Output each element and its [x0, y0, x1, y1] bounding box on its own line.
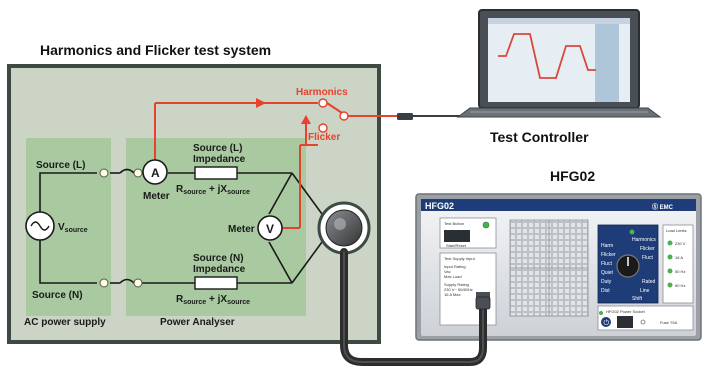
test-controller-laptop: [456, 9, 662, 118]
screen-side-panel: [595, 24, 619, 102]
mode-right-item: Flicker: [640, 246, 655, 252]
load-limits-title: Load Limits: [666, 228, 686, 233]
device-name: HFG02: [425, 201, 454, 211]
power-socket-label: HFG02 Power Socket: [606, 309, 646, 314]
vsource-label: Vsource: [58, 222, 88, 234]
mode-left-item: Harm: [601, 243, 613, 249]
test-controller-label: Test Controller: [490, 129, 589, 145]
screen-waveform: [498, 33, 596, 79]
sine-icon: [30, 221, 50, 231]
mode-left-item: Duty: [601, 279, 612, 285]
rating-line-3: Max Load: [444, 274, 462, 279]
usb-plug: [397, 113, 413, 120]
rating-line-2: Vac: [444, 269, 451, 274]
impedance-n-line2: Impedance: [193, 264, 246, 275]
source-l-label: Source (L): [36, 160, 85, 171]
signal-wires: [154, 102, 397, 229]
mode-left-item: Dist: [601, 288, 610, 294]
device-brand: Ⓢ EMC: [652, 203, 674, 211]
power-led-icon: [629, 229, 635, 235]
hfg02-device: HFG02 Ⓢ EMC Test Button Start/Reset Test…: [415, 193, 702, 341]
mode-right-item: Fluct: [642, 255, 653, 261]
supply-line-3: 16 A Max: [444, 292, 460, 297]
impedance-n-resistor: [194, 276, 238, 290]
flicker-arrow-icon: [301, 115, 311, 124]
impedance-n-line1: Source (N): [193, 253, 244, 264]
test-led-icon: [482, 221, 490, 229]
power-socket-led-icon: [599, 311, 603, 315]
limit-item: 16 A: [675, 255, 683, 260]
mode-left-item: Fluct: [601, 261, 612, 267]
cable-plug: [475, 296, 491, 310]
limit-led-icon: [667, 282, 673, 288]
impedance-l-line2: Impedance: [193, 154, 246, 165]
load-limits-panel: [662, 224, 694, 304]
mode-right-list: Harmonics Flicker Fluct Rated Line Shift: [632, 237, 656, 302]
device-header-bar: [421, 199, 696, 211]
impedance-n-formula: Rsource + jXsource: [176, 294, 250, 306]
flicker-label: Flicker: [308, 132, 340, 143]
voltmeter-meter-label: Meter: [228, 224, 255, 235]
system-title: Harmonics and Flicker test system: [40, 42, 271, 58]
ammeter-symbol: [142, 159, 168, 185]
test-button-label: Test Button: [444, 221, 464, 226]
impedance-l-resistor: [194, 166, 238, 180]
limit-item: 60 Hz: [675, 283, 685, 288]
test-supply-label: Test Supply Input: [444, 256, 476, 261]
limit-led-icon: [667, 240, 673, 246]
limit-item: 50 Hz: [675, 269, 685, 274]
power-button[interactable]: [601, 317, 611, 327]
power-socket: [617, 316, 633, 328]
fuse-label: Fuse T5A: [660, 320, 678, 325]
ac-supply-label: AC power supply: [24, 317, 106, 328]
impedance-l-formula: Rsource + jXsource: [176, 184, 250, 196]
source-n-label: Source (N): [32, 290, 83, 301]
voltmeter-letter: V: [266, 222, 274, 236]
limit-led-icon: [667, 268, 673, 274]
supply-line-2: 230 V~ 50/60Hz: [444, 287, 473, 292]
limit-item: 230 V: [675, 241, 686, 246]
voltmeter-symbol: [257, 215, 283, 241]
output-terminals: [318, 98, 349, 133]
harmonics-label: Harmonics: [296, 87, 348, 98]
ammeter-meter-label: Meter: [143, 191, 170, 202]
mode-left-list: Harm Flicker Fluct Quiet Duty Dist: [601, 243, 616, 294]
mode-right-item: Harmonics: [632, 237, 656, 243]
rating-line-1: Input Rating: [444, 264, 466, 269]
device-title: HFG02: [550, 168, 595, 184]
power-analyser-label: Power Analyser: [160, 317, 235, 328]
mode-right-item: Rated: [642, 279, 656, 285]
supply-line-1: Supply Rating: [444, 282, 469, 287]
fuse-icon: [640, 319, 646, 325]
impedance-l-line1: Source (L): [193, 143, 242, 154]
mode-left-item: Quiet: [601, 270, 614, 276]
start-reset-button[interactable]: [444, 230, 470, 242]
limit-led-icon: [667, 254, 673, 260]
power-socket-panel: [597, 305, 694, 331]
terminals: [99, 168, 143, 288]
mode-right-item: Line: [640, 288, 650, 294]
mode-right-item: Shift: [632, 296, 643, 302]
harmonics-arrow-icon: [256, 98, 266, 108]
power-icon: ⏻: [604, 319, 610, 327]
mode-left-item: Flicker: [601, 252, 616, 258]
plug-highlight: [334, 218, 346, 230]
start-reset-label: Start/Reset: [446, 243, 467, 248]
ammeter-letter: A: [151, 166, 160, 180]
